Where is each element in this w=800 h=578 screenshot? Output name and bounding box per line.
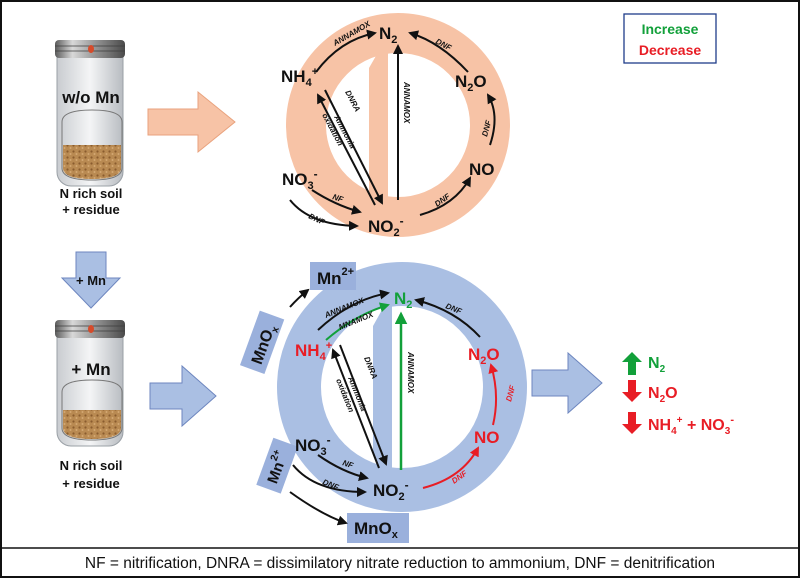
label-annamox-center-top: ANNAMOX <box>402 81 411 124</box>
mn-addition-label: + Mn <box>76 273 106 288</box>
box-mnox-left: MnOx <box>239 310 285 375</box>
footer-abbreviations: NF = nitrification, DNRA = dissimilatory… <box>85 555 715 572</box>
species-n2o-bottom: N2O <box>468 345 500 367</box>
species-nh4-top: NH4+ <box>281 66 318 89</box>
right-arrow-bottom-right <box>531 351 603 415</box>
box-mnox-bottom-text: MnOx <box>354 519 399 541</box>
jar-label-bottom: + Mn <box>71 360 110 379</box>
jar-with-mn: + Mn <box>55 320 125 447</box>
jar-without-mn: w/o Mn <box>55 40 125 187</box>
box-mnox-bottom <box>347 513 409 543</box>
legend-increase: Increase <box>642 21 699 37</box>
species-no-bottom: NO <box>474 428 500 447</box>
label-dnf-lower-left-top: DNF <box>307 212 327 228</box>
label-dnra-top: DNRA <box>343 89 362 114</box>
legend-decrease: Decrease <box>639 42 701 58</box>
species-nh4-bottom: NH4+ <box>295 340 332 363</box>
top-cycle-arrows <box>289 29 497 231</box>
effect-nh4-no3-text: NH4+ + NO3- <box>648 414 734 437</box>
box-mn-top <box>310 262 356 290</box>
effect-n2-text: N2 <box>648 355 666 375</box>
box-mn-bottom: Mn2+ <box>256 437 298 494</box>
species-no2-bottom: NO2- <box>373 478 409 503</box>
effects-summary: N2 N2O NH4+ + NO3- <box>622 352 734 437</box>
bottom-species: N2 NH4+ N2O NO NO3- NO2- <box>295 289 500 503</box>
species-no-top: NO <box>469 160 495 179</box>
label-nf-top: NF <box>331 192 345 204</box>
top-panel: w/o Mn N rich soil + residue N2 NH4+ N <box>55 13 510 239</box>
label-dnf-right-top: DNF <box>480 118 493 137</box>
soil-caption-bottom-1: N rich soil <box>60 458 123 473</box>
species-no3-top: NO3- <box>282 167 318 192</box>
species-n2-top: N2 <box>379 24 397 46</box>
soil-caption-bottom-2: + residue <box>62 476 119 491</box>
box-mn-bottom-text: Mn2+ <box>262 448 292 486</box>
box-mn-top-text: Mn2+ <box>317 266 354 288</box>
label-dnf-right-bottom: DNF <box>504 383 517 402</box>
down-arrow-icon <box>622 380 642 402</box>
mn-boxes: Mn2+ MnOx Mn2+ MnOx <box>239 262 409 543</box>
mn-addition-arrow: + Mn <box>60 251 122 309</box>
effect-n2o-text: N2O <box>648 385 678 405</box>
species-no2-top: NO2- <box>368 214 404 239</box>
down-arrow-icon <box>622 412 642 434</box>
bottom-cycle-arrows <box>289 288 499 526</box>
species-n2-bottom: N2 <box>394 289 412 311</box>
top-species: N2 NH4+ N2O NO NO3- NO2- <box>281 24 495 239</box>
jar-label-top: w/o Mn <box>61 88 120 107</box>
species-no3-bottom: NO3- <box>295 433 331 458</box>
bottom-panel: + Mn N rich soil + residue Mn2+ MnOx Mn2… <box>55 262 734 543</box>
soil-caption-top-1: N rich soil <box>60 186 123 201</box>
effect-n2: N2 <box>622 352 666 375</box>
effect-n2o: N2O <box>622 380 678 405</box>
up-arrow-icon <box>622 352 642 375</box>
soil-caption-top-2: + residue <box>62 202 119 217</box>
right-arrow-bottom-left <box>149 364 217 428</box>
label-nf-bottom: NF <box>341 458 355 470</box>
right-arrow-top <box>147 90 236 154</box>
species-n2o-top: N2O <box>455 72 487 94</box>
legend: Increase Decrease <box>623 13 717 64</box>
label-annamox-center-bottom: ANNAMOX <box>406 351 415 394</box>
effect-nh4-no3: NH4+ + NO3- <box>622 412 734 437</box>
top-cycle-ring <box>286 13 510 237</box>
bottom-cycle-ring <box>277 262 527 512</box>
